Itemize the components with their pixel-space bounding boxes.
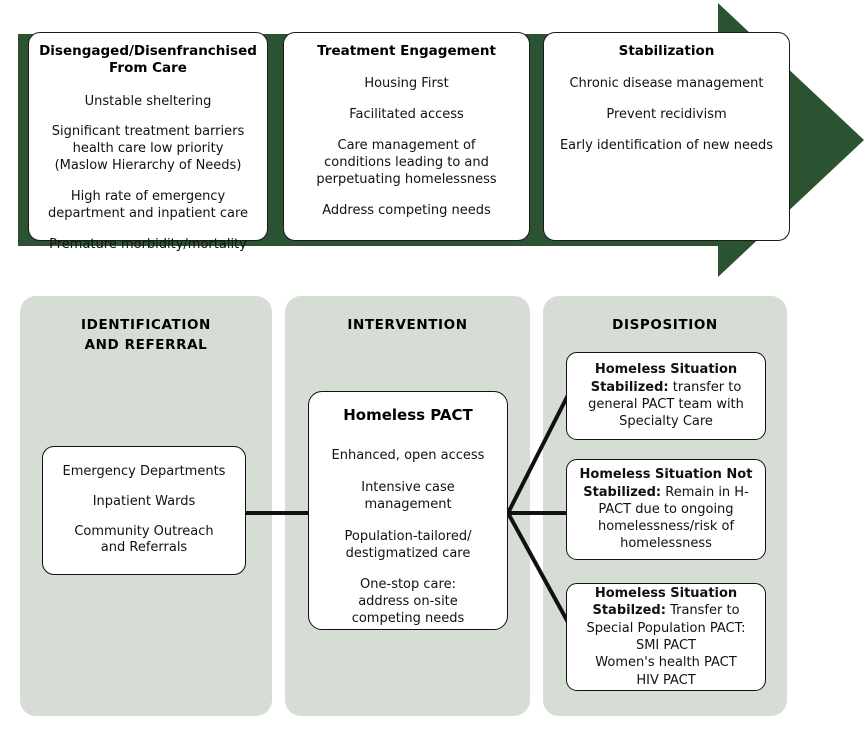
stage-card-line: Housing First (364, 76, 449, 92)
stage-card-stabilization: Stabilization Chronic disease management… (543, 32, 790, 241)
disposition-card-bold: Homeless Situation Stabilized: (590, 362, 738, 395)
stage-card-line: Chronic disease management (569, 76, 764, 92)
disposition-card-text: Homeless Situation Stabilzed: Transfer t… (577, 585, 755, 689)
disposition-card-not-stabilized: Homeless Situation Not Stabilized: Remai… (566, 459, 766, 560)
identification-sources-card: Emergency Departments Inpatient Wards Co… (42, 446, 246, 575)
disposition-card-rest: transfer to general PACT team with Speci… (588, 379, 744, 430)
stage-card-title: Disengaged/Disenfranchised From Care (39, 43, 257, 77)
homeless-pact-line: Population-tailored/destigmatized care (344, 528, 472, 561)
stage-card-line: Early identification of new needs (559, 138, 774, 154)
homeless-pact-title: Homeless PACT (343, 406, 473, 424)
stage-card-line: Prevent recidivism (606, 107, 727, 123)
stage-card-line: Facilitated access (349, 107, 464, 123)
disposition-card-bold: Homeless Situation Stabilzed: (592, 586, 738, 619)
homeless-pact-line: Enhanced, open access (331, 448, 485, 463)
disposition-card-text: Homeless Situation Not Stabilized: Remai… (577, 466, 755, 552)
stage-card-line: Premature morbidity/mortality (49, 236, 247, 252)
disposition-card-stabilized: Homeless Situation Stabilized: transfer … (566, 352, 766, 440)
process-panel-title: DISPOSITION (612, 317, 718, 333)
disposition-card-rest: Transfer to Special Population PACT:SMI … (586, 603, 746, 688)
stage-card-line: Unstable sheltering (84, 93, 212, 109)
disposition-card-special-population: Homeless Situation Stabilzed: Transfer t… (566, 583, 766, 691)
homeless-pact-card: Homeless PACT Enhanced, open access Inte… (308, 391, 508, 630)
disposition-card-bold: Homeless Situation Not Stabilized: (579, 467, 753, 500)
stage-card-disengaged: Disengaged/Disenfranchised From Care Uns… (28, 32, 268, 252)
process-panel-title: INTERVENTION (347, 317, 468, 333)
stage-card-line: Address competing needs (322, 202, 491, 218)
stage-card-treatment-engagement: Treatment Engagement Housing First Facil… (283, 32, 530, 241)
disposition-card-text: Homeless Situation Stabilized: transfer … (577, 361, 755, 430)
stage-card-title: Treatment Engagement (317, 43, 496, 59)
identification-source-line: Emergency Departments (62, 463, 226, 479)
disposition-card-rest: Remain in H-PACT due to ongoing homeless… (597, 484, 749, 552)
identification-source-line: Inpatient Wards (92, 493, 196, 509)
stage-card-title: Stabilization (618, 43, 715, 59)
